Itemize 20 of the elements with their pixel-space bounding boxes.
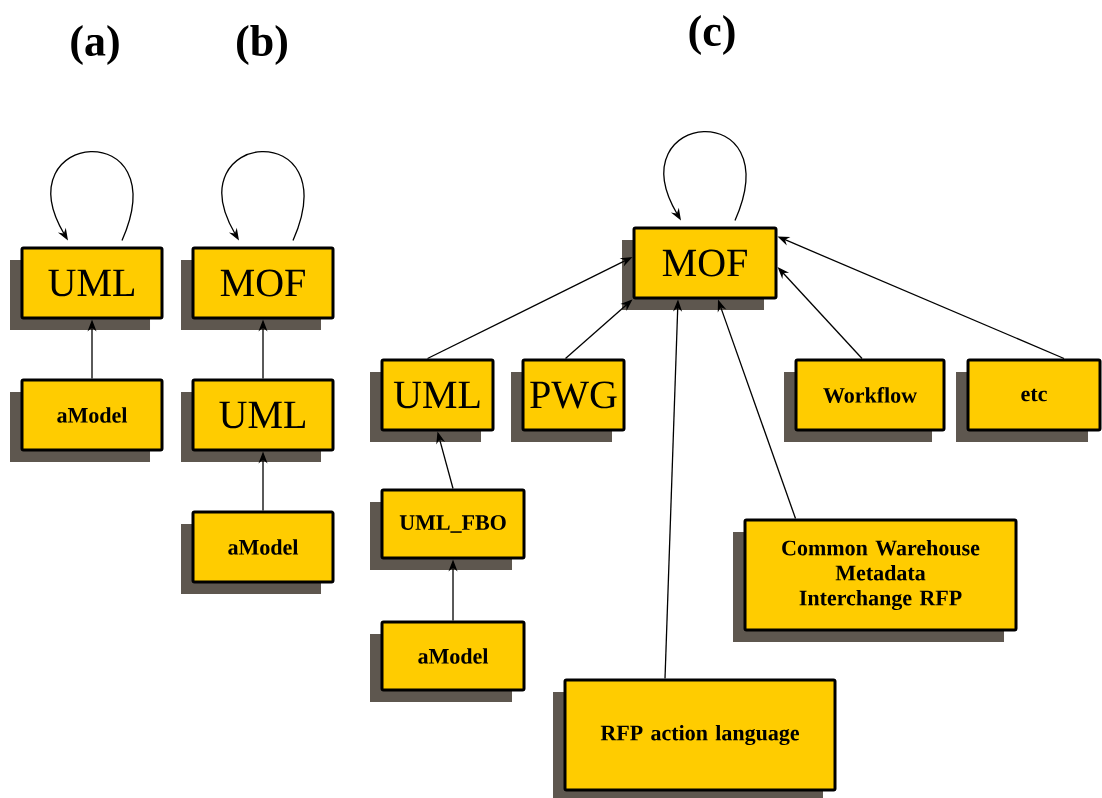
arrow (221, 150, 305, 242)
box: PWG (511, 358, 626, 442)
box: etc (956, 358, 1102, 442)
box: UML_FBO (370, 488, 526, 570)
box: aModel (370, 620, 526, 702)
arrow (663, 130, 747, 222)
box: UML (10, 246, 164, 330)
box: aModel (10, 378, 164, 462)
panel-label: (c) (689, 15, 735, 55)
box: aModel (181, 510, 335, 594)
panel-label: (b) (237, 25, 287, 65)
box: Common Warehouse Metadata Interchange RFP (733, 518, 1018, 642)
box: UML (370, 358, 495, 442)
panel-label: (a) (71, 25, 119, 65)
box: MOF (622, 226, 778, 310)
box: MOF (181, 246, 335, 330)
box: UML (181, 378, 335, 462)
box: RFP action language (553, 678, 837, 798)
arrow (50, 150, 134, 242)
box: Workflow (784, 358, 946, 442)
